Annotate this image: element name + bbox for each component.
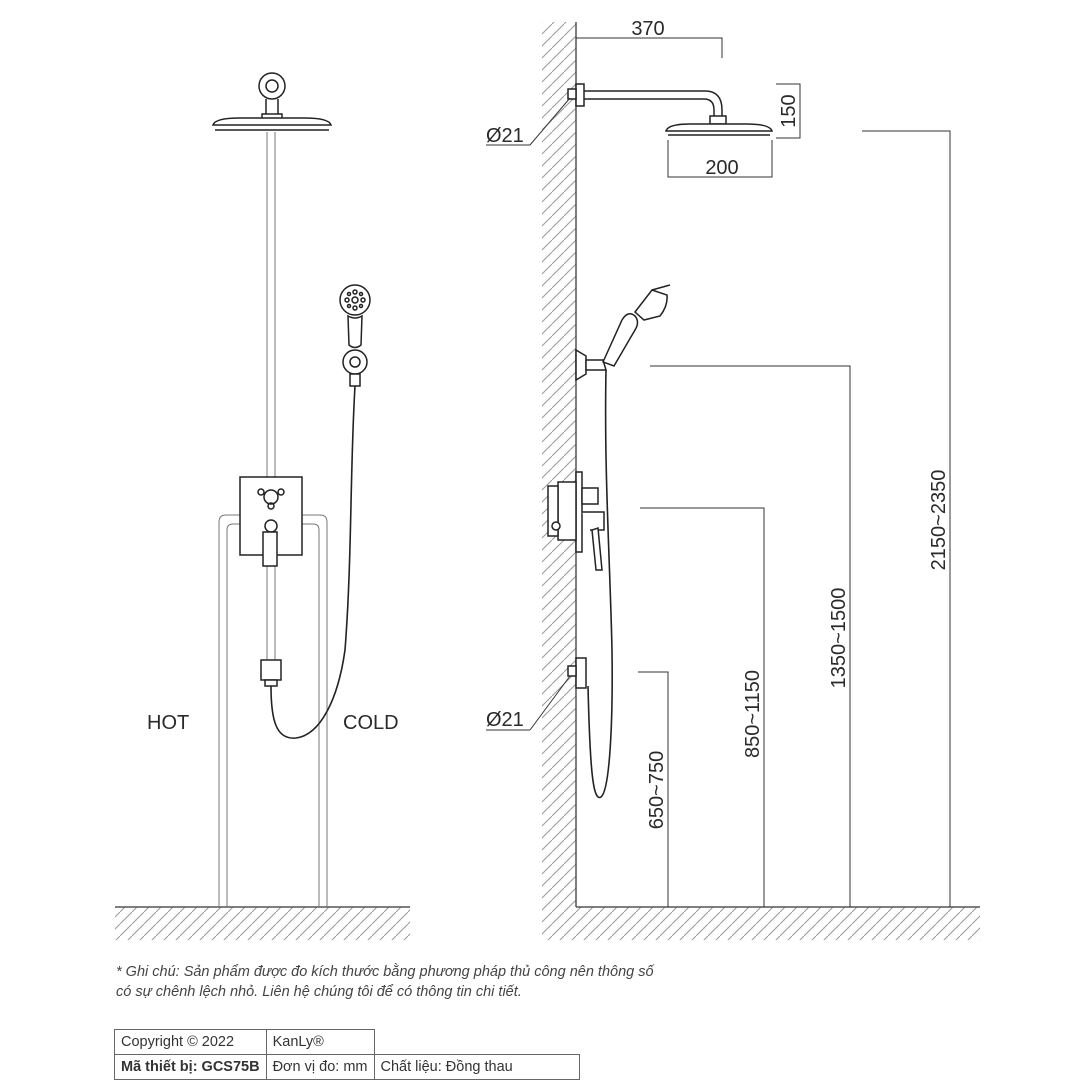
measurement-note: * Ghi chú: Sản phẩm được đo kích thước b… bbox=[116, 964, 654, 1000]
hand-shower-front bbox=[339, 284, 371, 387]
unit-cell: Đơn vị đo: mm bbox=[265, 1054, 375, 1080]
arm-length-dimension: 370 bbox=[631, 18, 664, 40]
head-diameter-dimension: 200 bbox=[705, 157, 738, 179]
hot-cold-pipes bbox=[218, 514, 328, 907]
outlet-height-dimension: 650~750 bbox=[646, 751, 668, 829]
hot-label: HOT bbox=[147, 712, 189, 734]
head-offset-dimension: 150 bbox=[778, 94, 800, 127]
wall-hatch bbox=[542, 22, 576, 940]
cold-label: COLD bbox=[343, 712, 399, 734]
mixer-valve-front bbox=[239, 476, 303, 567]
empty-cell bbox=[373, 1029, 579, 1055]
copyright-cell: Copyright © 2022 bbox=[114, 1029, 267, 1055]
wall-outlet-side bbox=[567, 657, 587, 689]
dimension-lines bbox=[486, 37, 951, 907]
product-info-table: Copyright © 2022 KanLy® Mã thiết bị: GCS… bbox=[114, 1029, 580, 1080]
info-row: Mã thiết bị: GCS75B Đơn vị đo: mm Chất l… bbox=[114, 1054, 580, 1080]
head-height-dimension: 2150~2350 bbox=[928, 470, 950, 571]
hose-front bbox=[270, 385, 356, 739]
side-floor-hatch bbox=[576, 907, 980, 940]
info-row: Copyright © 2022 KanLy® bbox=[114, 1029, 579, 1055]
valve-height-dimension: 850~1150 bbox=[742, 670, 764, 758]
holder-height-dimension: 1350~1500 bbox=[828, 588, 850, 689]
front-floor-hatch bbox=[115, 907, 410, 940]
central-riser bbox=[266, 132, 276, 660]
shower-arm-side bbox=[567, 83, 773, 136]
pipe-diameter-bottom: Ø21 bbox=[486, 709, 524, 731]
front-view: HOT COLD bbox=[115, 72, 410, 940]
material-cell: Chất liệu: Đồng thau bbox=[373, 1054, 580, 1080]
side-view: 370 150 200 Ø21 Ø21 2150~2350 1350~1500 … bbox=[486, 18, 980, 940]
brand-cell: KanLy® bbox=[265, 1029, 375, 1055]
hand-shower-side bbox=[575, 284, 671, 382]
rain-shower-head-front bbox=[212, 72, 332, 131]
shower-installation-diagram: HOT COLD bbox=[115, 18, 980, 940]
wall-outlet-front bbox=[260, 659, 282, 687]
hose-side bbox=[587, 369, 613, 799]
mixer-valve-side bbox=[547, 471, 605, 571]
model-code-cell: Mã thiết bị: GCS75B bbox=[114, 1054, 267, 1080]
pipe-diameter-top: Ø21 bbox=[486, 125, 524, 147]
